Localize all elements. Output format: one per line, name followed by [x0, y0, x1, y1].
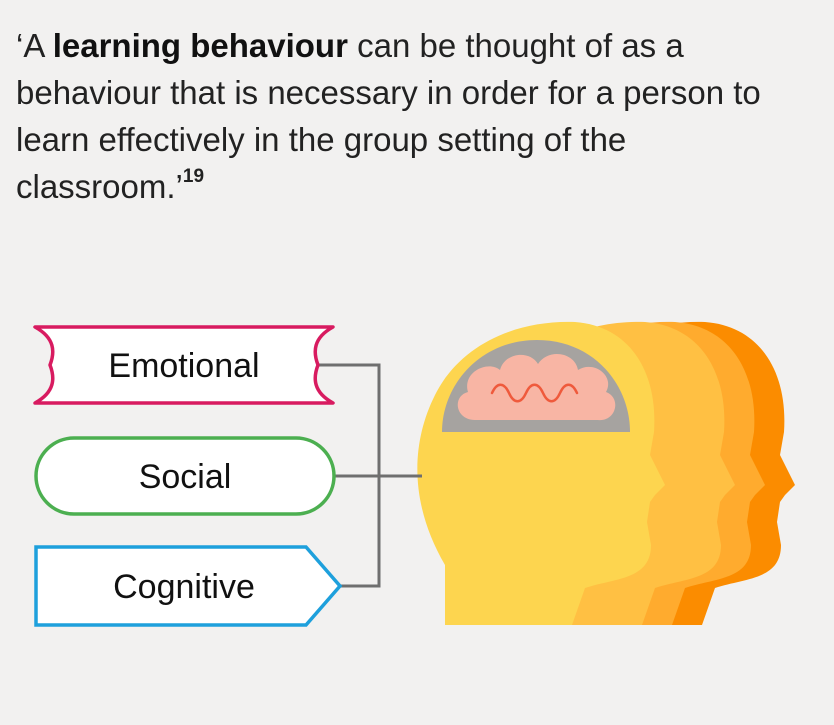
footnote-ref: 19	[182, 166, 205, 187]
brain-icon	[457, 353, 616, 421]
category-label-social: Social	[139, 458, 232, 496]
brain-squiggle-icon	[490, 383, 579, 403]
category-emotional: Emotional	[33, 325, 335, 405]
quote-rest: can be thought of as a behaviour that is…	[16, 27, 761, 205]
connector-cognitive	[338, 476, 381, 588]
cognitive-arrow-shape	[34, 545, 343, 627]
connector-emotional	[318, 363, 381, 476]
quote-bold-term: learning behaviour	[52, 27, 348, 64]
category-social: Social	[34, 436, 336, 516]
category-label-cognitive: Cognitive	[113, 568, 255, 606]
quote-open: ‘A	[16, 27, 53, 64]
head-silhouettes-icon	[417, 321, 795, 625]
social-pill-shape	[34, 436, 336, 516]
definition-quote: ‘A learning behaviour can be thought of …	[16, 22, 816, 210]
emotional-ribbon-shape	[33, 325, 335, 405]
connector-lines	[318, 363, 422, 588]
category-label-emotional: Emotional	[108, 347, 259, 385]
category-cognitive: Cognitive	[34, 545, 343, 627]
